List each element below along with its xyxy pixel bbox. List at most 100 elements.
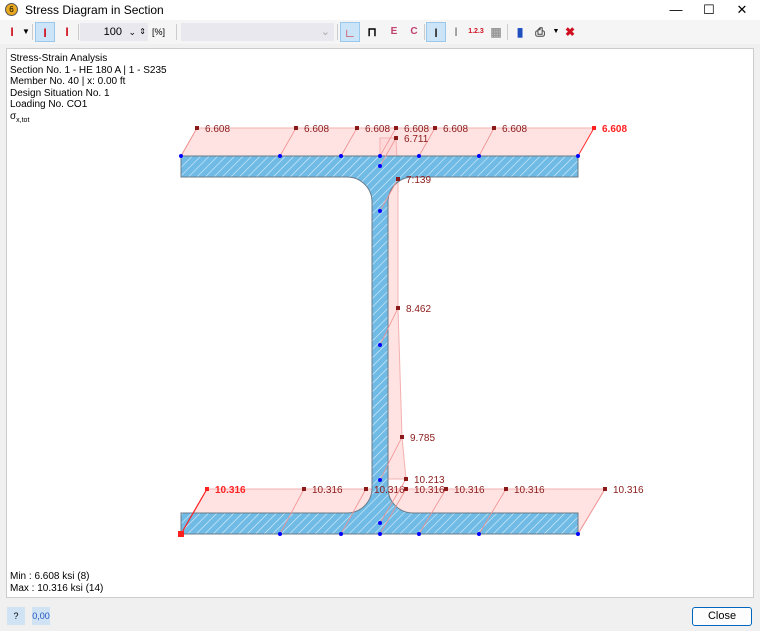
chevron-down-icon[interactable]: ▼ bbox=[22, 27, 30, 36]
stress-leader-line bbox=[379, 436, 403, 481]
section-node bbox=[278, 154, 282, 158]
section-node bbox=[378, 532, 382, 536]
stress-leader-line bbox=[379, 478, 407, 524]
info-line: Section No. 1 - HE 180 A | 1 - S235 bbox=[10, 64, 167, 76]
stress-label-bottom: 10.316 bbox=[514, 485, 545, 496]
quantity-label: σx,tot bbox=[10, 111, 167, 127]
decimal-places-button[interactable]: 0,00 bbox=[32, 607, 50, 625]
stress-leader-line bbox=[279, 488, 305, 535]
stress-point-marker bbox=[394, 126, 398, 130]
export-icon[interactable]: ▮ bbox=[516, 25, 524, 39]
stress-label-top: 6.608 bbox=[502, 124, 527, 135]
section-node bbox=[378, 478, 382, 482]
maximize-button[interactable]: ☐ bbox=[703, 2, 715, 17]
stress-leader-line bbox=[577, 127, 595, 157]
stress-point-marker bbox=[492, 126, 496, 130]
print-icon[interactable]: ⎙ bbox=[535, 25, 545, 39]
help-button[interactable]: ? bbox=[7, 607, 25, 625]
zoom-value: 100 bbox=[103, 26, 122, 38]
toolbar: I ▼ I I 100⌄⇕ [%] ⌄ ∟ ⊓ E C I I 1.2.3 ▦ … bbox=[0, 20, 760, 44]
chevron-down-icon: ⌄ bbox=[320, 26, 330, 38]
section-node bbox=[477, 532, 481, 536]
stress-leader-line bbox=[379, 178, 399, 212]
info-line: Loading No. CO1 bbox=[10, 99, 88, 110]
stress-leader-line bbox=[379, 127, 397, 157]
section-node bbox=[378, 154, 382, 158]
info-block: Stress-Strain Analysis Section No. 1 - H… bbox=[10, 53, 167, 126]
section-node bbox=[378, 164, 382, 168]
section-node bbox=[339, 532, 343, 536]
section-thin-icon[interactable]: I bbox=[454, 25, 458, 39]
close-window-button[interactable]: ✕ bbox=[736, 2, 748, 17]
divider bbox=[424, 24, 425, 40]
stress-point-marker bbox=[400, 435, 404, 439]
stress-label-web: 6.711 bbox=[404, 134, 429, 145]
section-node-extreme bbox=[178, 531, 184, 537]
min-value: Min : 6.608 ksi (8) bbox=[10, 571, 90, 582]
stress-label-top: 6.608 bbox=[443, 124, 468, 135]
dimension-alt-icon[interactable]: C bbox=[410, 26, 418, 37]
section-node bbox=[278, 532, 282, 536]
stress-point-marker bbox=[404, 487, 408, 491]
quantity-symbol: σ bbox=[10, 110, 17, 122]
stress-label-web: 8.462 bbox=[406, 304, 431, 315]
result-combo[interactable]: ⌄ bbox=[181, 23, 334, 41]
divider bbox=[337, 24, 338, 40]
dimension-icon[interactable]: E bbox=[390, 26, 398, 37]
close-button[interactable]: Close bbox=[692, 607, 752, 626]
section-node bbox=[576, 532, 580, 536]
stress-label-top: 6.608 bbox=[404, 124, 429, 135]
stress-leader-line bbox=[478, 127, 495, 157]
spinner-icon[interactable]: ⇕ bbox=[139, 27, 146, 36]
stress-point-marker bbox=[294, 126, 298, 130]
stress-label-bottom: 10.316 bbox=[613, 485, 644, 496]
section-node bbox=[576, 154, 580, 158]
max-value: Max : 10.316 ksi (14) bbox=[10, 582, 104, 594]
stress-points-icon[interactable]: I bbox=[35, 22, 55, 42]
reset-view-icon[interactable]: ✖ bbox=[564, 25, 576, 39]
chevron-down-icon[interactable]: ▼ bbox=[552, 28, 560, 35]
stress-label-top: 6.608 bbox=[365, 124, 390, 135]
diagram-canvas[interactable]: Stress-Strain Analysis Section No. 1 - H… bbox=[6, 48, 754, 598]
values-icon[interactable]: 1.2.3 bbox=[468, 28, 484, 35]
stress-point-marker bbox=[205, 487, 209, 491]
stress-label-top: 6.608 bbox=[205, 124, 230, 135]
section-node bbox=[378, 521, 382, 525]
minimize-button[interactable]: — bbox=[669, 2, 683, 17]
zoom-input[interactable]: 100 ⌄⇕ bbox=[80, 23, 148, 41]
stress-point-marker bbox=[195, 126, 199, 130]
section-outline-icon[interactable]: I bbox=[426, 22, 446, 42]
stress-label-web: 7:139 bbox=[406, 175, 431, 186]
section-node bbox=[378, 209, 382, 213]
stress-label-top: 6.608 bbox=[304, 124, 329, 135]
stress-leader-line bbox=[418, 127, 436, 157]
info-line: Design Situation No. 1 bbox=[10, 87, 110, 99]
stress-point-marker bbox=[444, 487, 448, 491]
stress-label-web: 9.785 bbox=[410, 433, 435, 444]
stress-label-bottom: 10.316 bbox=[215, 485, 246, 496]
stress-leader-line bbox=[340, 127, 358, 157]
section-node bbox=[477, 154, 481, 158]
section-node bbox=[179, 154, 183, 158]
section-numbering-icon[interactable]: I bbox=[65, 25, 69, 39]
stress-point-marker bbox=[433, 126, 437, 130]
section-node bbox=[417, 532, 421, 536]
stress-leader-line bbox=[180, 127, 198, 157]
title-bar: 6 Stress Diagram in Section — ☐ ✕ bbox=[0, 0, 760, 20]
frame-icon[interactable]: ∟ bbox=[340, 22, 360, 42]
section-node bbox=[378, 343, 382, 347]
stress-label-bottom: 10.316 bbox=[312, 485, 343, 496]
stress-leader-line bbox=[577, 488, 606, 535]
app-icon: 6 bbox=[5, 3, 18, 16]
stress-leader-line bbox=[279, 127, 297, 157]
chevron-down-icon[interactable]: ⌄ bbox=[128, 27, 136, 37]
stress-point-marker bbox=[603, 487, 607, 491]
divider bbox=[78, 24, 79, 40]
grid-icon[interactable]: ▦ bbox=[490, 25, 502, 39]
min-max-summary: Min : 6.608 ksi (8) Max : 10.316 ksi (14… bbox=[10, 571, 103, 594]
section-type-icon[interactable]: I bbox=[10, 25, 14, 39]
stress-point-marker bbox=[592, 126, 596, 130]
scale-icon[interactable]: ⊓ bbox=[367, 25, 377, 39]
divider bbox=[32, 24, 33, 40]
stress-label-bottom: 10.316 bbox=[454, 485, 485, 496]
